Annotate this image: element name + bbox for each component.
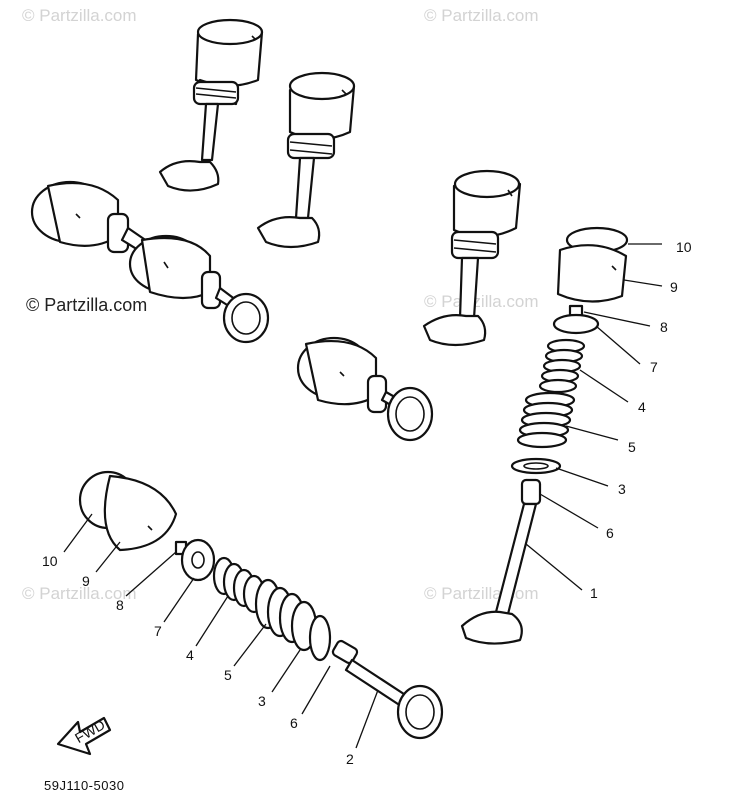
callout-8-upper: 8: [660, 319, 668, 335]
callout-4-lower: 4: [186, 647, 194, 663]
diagram-code: 59J110-5030: [44, 778, 125, 793]
valve-assembly-4: [128, 234, 270, 344]
valve-assembly-5: [296, 336, 434, 442]
fwd-arrow-icon: FWD: [56, 716, 112, 756]
watermark-center-left: © Partzilla.com: [26, 295, 148, 315]
watermark-bottom-left: © Partzilla.com: [22, 584, 137, 603]
callout-5-lower: 5: [224, 667, 232, 683]
callout-7-upper: 7: [650, 359, 658, 375]
retainer-upper: [552, 313, 600, 335]
lifter-lower: [103, 474, 178, 552]
callout-8-lower: 8: [116, 597, 124, 613]
valve-assembly-1: [158, 18, 264, 192]
stem-seal-upper: [520, 478, 542, 506]
watermark-top-left: © Partzilla.com: [22, 6, 137, 25]
callout-9-upper: 9: [670, 279, 678, 295]
lifter-upper: [556, 244, 628, 303]
callout-10-upper: 10: [676, 239, 692, 255]
spring-seat-lower: [308, 614, 332, 662]
exploded-valve-lower: [78, 470, 444, 740]
callout-9-lower: 9: [82, 573, 90, 589]
valve-stem-upper: [494, 502, 538, 616]
callout-6-lower: 6: [290, 715, 298, 731]
callout-4-upper: 4: [638, 399, 646, 415]
callout-3-upper: 3: [618, 481, 626, 497]
valve-assembly-2: [256, 71, 356, 249]
callout-1-upper: 1: [590, 585, 598, 601]
outer-spring-lower: [254, 578, 318, 652]
inner-spring-upper: [538, 338, 586, 394]
valve-assembly-6: [422, 169, 522, 347]
callout-2-lower: 2: [346, 751, 354, 767]
callout-6-upper: 6: [606, 525, 614, 541]
callout-5-upper: 5: [628, 439, 636, 455]
watermark-center-right: © Partzilla.com: [424, 292, 539, 311]
stem-seal-lower: [331, 639, 359, 665]
callout-10-lower: 10: [42, 553, 58, 569]
callout-3-lower: 3: [258, 693, 266, 709]
outer-spring-upper: [516, 391, 576, 449]
spring-seat-upper: [510, 457, 562, 475]
exploded-valve-upper: [460, 226, 629, 645]
retainer-lower: [180, 538, 216, 582]
callout-7-lower: 7: [154, 623, 162, 639]
watermark-top-right: © Partzilla.com: [424, 6, 539, 25]
